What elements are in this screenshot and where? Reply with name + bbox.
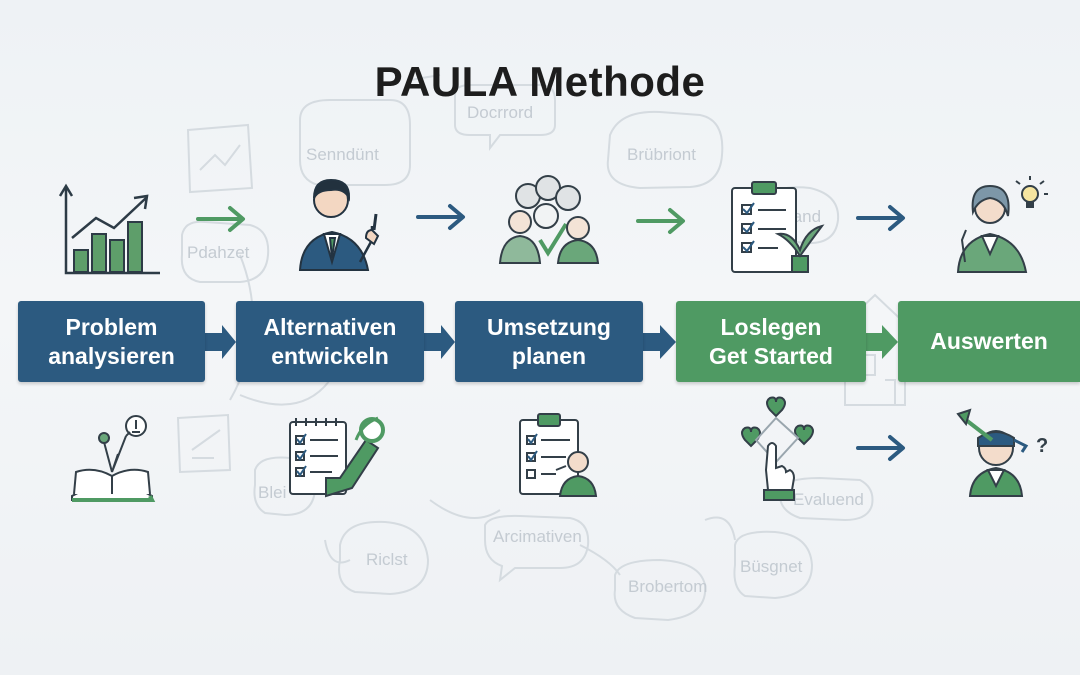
svg-text:?: ? bbox=[1036, 435, 1048, 457]
businessman-pointing-icon bbox=[298, 178, 380, 271]
step-label-line2: entwickeln bbox=[271, 342, 389, 369]
arrow-right-icon bbox=[856, 205, 905, 231]
svg-text:Brobertom: Brobertom bbox=[628, 577, 707, 596]
svg-text:Evaluend: Evaluend bbox=[793, 490, 864, 509]
step-label-line1: Problem bbox=[65, 313, 158, 340]
svg-text:Büsgnet: Büsgnet bbox=[740, 557, 803, 576]
svg-text:Senndünt: Senndünt bbox=[306, 145, 379, 164]
checklist-pencil-icon bbox=[289, 416, 385, 498]
step-connector-arrows bbox=[205, 325, 898, 359]
svg-text:Riclst: Riclst bbox=[366, 550, 408, 569]
checklist-plant-icon bbox=[731, 181, 825, 273]
arrow-right-icon bbox=[416, 204, 465, 230]
blindfold-target-icon: ? bbox=[956, 408, 1048, 497]
arrow-right-icon bbox=[636, 208, 685, 234]
team-discussion-icon bbox=[498, 175, 600, 264]
bar-chart-icon bbox=[58, 183, 160, 275]
arrow-right-icon bbox=[196, 206, 245, 232]
step-auswerten: Auswerten bbox=[898, 301, 1080, 382]
svg-text:Docrrord: Docrrord bbox=[467, 103, 533, 122]
arrow-right-icon bbox=[856, 435, 905, 461]
clipboard-person-icon bbox=[519, 413, 598, 497]
hand-hearts-icon bbox=[741, 396, 814, 501]
woman-idea-icon bbox=[956, 176, 1048, 273]
svg-text:Pdahzet: Pdahzet bbox=[187, 243, 250, 262]
step-label-line1: Auswerten bbox=[930, 328, 1048, 354]
step-label-line2: Get Started bbox=[709, 342, 833, 369]
step-label-line2: planen bbox=[511, 342, 587, 369]
svg-text:Brübriont: Brübriont bbox=[627, 145, 696, 164]
step-label-line1: Alternativen bbox=[263, 313, 397, 340]
book-ideas-icon bbox=[71, 415, 156, 502]
step-label-line1: Loslegen bbox=[720, 313, 822, 340]
step-label-line1: Umsetzung bbox=[487, 313, 611, 340]
step-label-line2: analysieren bbox=[48, 342, 175, 369]
svg-text:Arcimativen: Arcimativen bbox=[493, 527, 582, 546]
page-title: PAULA Methode bbox=[374, 58, 706, 105]
svg-text:Blei: Blei bbox=[258, 483, 286, 502]
